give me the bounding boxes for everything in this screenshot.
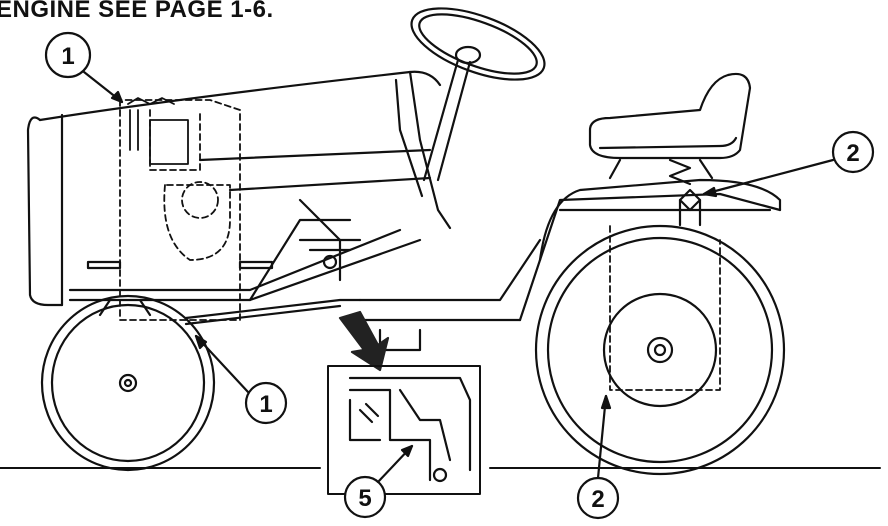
callout-label: 5 [358,485,371,512]
engine-hood [26,70,452,307]
inset-detail [327,365,481,495]
callout-2-frame: 2 [576,394,620,520]
seat [588,72,752,186]
engine-top-fittings [127,97,189,165]
callout-2-fender: 2 [702,130,875,198]
steering-wheel [410,7,546,182]
rear-wheel [534,224,786,476]
inset-pointer-arrow [338,310,390,372]
callout-label: 1 [61,43,74,70]
front-wheel [40,294,216,472]
callout-1-engine: 1 [44,31,124,104]
callout-label: 1 [259,391,272,418]
callout-5-inset: 5 [343,444,414,519]
steering-linkage [184,198,362,326]
callout-label: 2 [591,486,604,513]
diagram-heading: ENGINE SEE PAGE 1-6. [0,0,274,23]
callout-label: 2 [846,140,859,167]
rear-fender [518,178,782,322]
tractor-frame [248,218,542,352]
callout-1-axle: 1 [194,334,288,425]
